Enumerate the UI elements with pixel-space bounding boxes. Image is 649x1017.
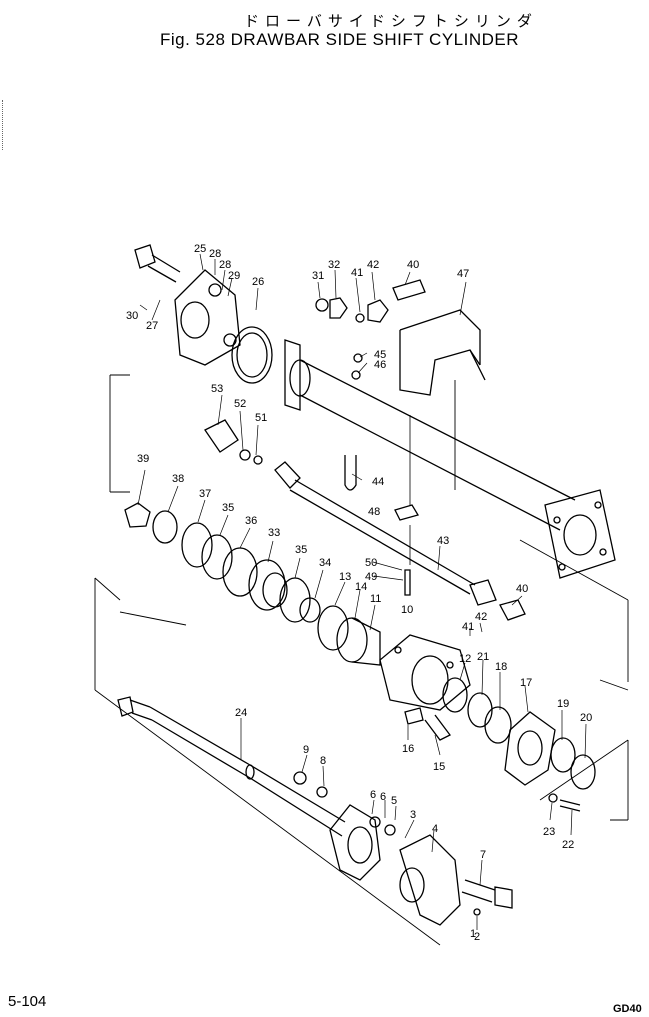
callout-6a: 6 (370, 789, 376, 801)
callout-6b: 6 (380, 791, 386, 803)
washer-8 (316, 786, 328, 798)
elbow-fitting-53 (204, 419, 263, 465)
ring-12 (442, 677, 468, 713)
figure-title: Fig. 528 DRAWBAR SIDE SHIFT CYLINDER (160, 30, 520, 49)
callout-26: 26 (252, 276, 264, 288)
callout-48: 48 (368, 506, 380, 518)
callout-27: 27 (146, 320, 158, 332)
bolt-7 (461, 879, 513, 909)
nut-9 (293, 771, 307, 785)
callout-52: 52 (234, 398, 246, 410)
washer-23 (548, 793, 558, 803)
callout-3: 3 (410, 809, 416, 821)
ring-21 (467, 692, 493, 728)
callout-42a: 42 (367, 259, 379, 271)
seal-ring-26 (231, 326, 273, 384)
callout-41a: 41 (351, 267, 363, 279)
callout-22: 22 (562, 839, 574, 851)
callout-45: 45 (374, 349, 386, 361)
callout-43: 43 (437, 535, 449, 547)
callout-28a: 28 (209, 248, 221, 260)
callout-labels: 1 2 3 4 5 6 6 7 8 9 10 11 12 13 14 15 16… (126, 243, 592, 943)
callout-49: 49 (365, 571, 377, 583)
hydraulic-tube-43 (274, 461, 497, 606)
callout-40a: 40 (407, 259, 419, 271)
model-code: GD40 (613, 1003, 642, 1015)
seal-ring-26-inner (236, 332, 268, 378)
callout-2: 2 (474, 931, 480, 943)
page-number: 5-104 (8, 993, 47, 1010)
piston-parts (124, 502, 381, 666)
scan-edge-marks (2, 100, 5, 150)
callout-1: 1 (470, 928, 476, 940)
callout-42b: 42 (475, 611, 487, 623)
callout-37: 37 (199, 488, 211, 500)
callout-38: 38 (172, 473, 184, 485)
callout-44: 44 (372, 476, 384, 488)
bolt-45-46 (351, 353, 363, 380)
callout-25: 25 (194, 243, 206, 255)
clamp-48 (394, 504, 419, 521)
callout-50: 50 (365, 557, 377, 569)
end-fitting-40 (499, 599, 526, 621)
seal-19 (550, 737, 576, 773)
callout-47: 47 (457, 268, 469, 280)
callout-15: 15 (433, 761, 445, 773)
u-bolt-44 (344, 455, 357, 491)
section-lines (94, 374, 629, 946)
callout-10: 10 (401, 604, 413, 616)
callout-36: 36 (245, 515, 257, 527)
callout-31: 31 (312, 270, 324, 282)
callout-18: 18 (495, 661, 507, 673)
callout-23: 23 (543, 826, 555, 838)
callout-4: 4 (432, 823, 438, 835)
callout-32: 32 (328, 259, 340, 271)
grease-fitting-2 (473, 908, 481, 916)
callout-21: 21 (477, 651, 489, 663)
ring-18 (484, 706, 512, 744)
callout-8: 8 (320, 755, 326, 767)
cylinder-end-bracket (174, 269, 241, 366)
callout-17: 17 (520, 677, 532, 689)
callout-5: 5 (391, 795, 397, 807)
callout-16: 16 (402, 743, 414, 755)
guard-bracket (399, 309, 486, 396)
callout-35b: 35 (295, 544, 307, 556)
bolt-10 (404, 569, 411, 596)
callout-39: 39 (137, 453, 149, 465)
callout-51: 51 (255, 412, 267, 424)
flange-17 (504, 711, 556, 786)
bolt-22 (559, 799, 581, 812)
callout-13: 13 (339, 571, 351, 583)
callout-33: 33 (268, 527, 280, 539)
callout-46: 46 (374, 359, 386, 371)
callout-28b: 28 (219, 259, 231, 271)
callout-29: 29 (228, 270, 240, 282)
callout-53: 53 (211, 383, 223, 395)
bolt-30 (134, 244, 181, 283)
callout-11: 11 (370, 593, 381, 605)
callout-20: 20 (580, 712, 592, 724)
japanese-title: ドローバサイドシフトシリンダ (244, 13, 538, 30)
piston-rod-24 (117, 696, 346, 837)
gland-housing (379, 634, 471, 741)
callout-7: 7 (480, 849, 486, 861)
callout-40b: 40 (516, 583, 528, 595)
callout-35a: 35 (222, 502, 234, 514)
callout-30: 30 (126, 310, 138, 322)
rod-end-clevis (329, 804, 461, 926)
leader-lines (137, 253, 587, 930)
callout-41b: 41 (462, 621, 474, 633)
callout-24: 24 (235, 707, 247, 719)
callout-12: 12 (459, 653, 471, 665)
snap-ring-20 (570, 754, 596, 790)
cylinder-tube (284, 339, 616, 579)
callout-34: 34 (319, 557, 331, 569)
callout-14: 14 (355, 581, 367, 593)
callout-9: 9 (303, 744, 309, 756)
nut-washer-set (315, 279, 426, 323)
callout-19: 19 (557, 698, 569, 710)
